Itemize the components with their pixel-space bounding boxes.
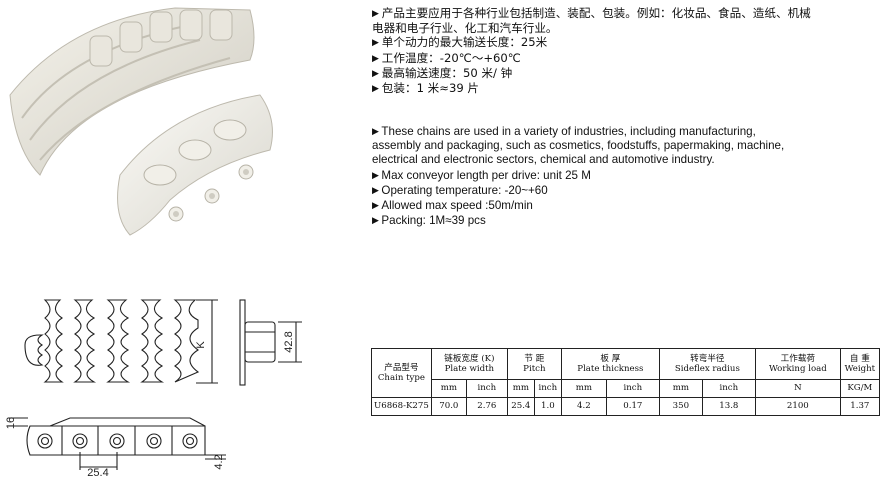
product-photo bbox=[9, 7, 273, 236]
header-chain-type: 产品型号 Chain type bbox=[371, 348, 432, 398]
header-plate-width-en: Plate width bbox=[444, 364, 495, 374]
unit-cell: inch bbox=[605, 379, 660, 398]
top-view-links bbox=[24, 299, 200, 383]
cn-item-4: 最高输送速度：50 米/ 钟 bbox=[372, 66, 872, 81]
chinese-description: 产品主要应用于各种行业包括制造、装配、包装。例如：化妆品、食品、造纸、机械 电器… bbox=[372, 6, 872, 96]
unit-cell: mm bbox=[430, 379, 467, 398]
header-sideflex-radius: 转弯半径 Sideflex radius bbox=[658, 348, 756, 380]
unit-cell: mm bbox=[658, 379, 703, 398]
cn-item-1: 产品主要应用于各种行业包括制造、装配、包装。例如：化妆品、食品、造纸、机械 电器… bbox=[372, 6, 872, 35]
en-para-line-1: These chains are used in a variety of in… bbox=[372, 124, 872, 139]
en-item-4: Packing: 1M≈39 pcs bbox=[372, 213, 872, 228]
row-working-load: 2100 bbox=[754, 397, 841, 416]
row-pitch-inch: 1.0 bbox=[533, 397, 562, 416]
side-view bbox=[239, 299, 302, 386]
unit-cell: N bbox=[754, 379, 841, 398]
row-radius-mm: 350 bbox=[658, 397, 703, 416]
header-plate-thickness-cn: 板 厚 bbox=[600, 353, 621, 364]
spec-table: 产品型号 Chain type 链板宽度 (K) Plate width 节 距… bbox=[371, 348, 880, 416]
en-item-1: Max conveyor length per drive: unit 25 M bbox=[372, 168, 872, 183]
english-description: These chains are used in a variety of in… bbox=[372, 124, 872, 228]
en-para-line-3: electrical and electronic sectors, chemi… bbox=[372, 153, 715, 167]
header-weight: 自 重 Weight bbox=[839, 348, 880, 380]
unit-cell: KG/M bbox=[839, 379, 880, 398]
cn-item-5: 包装：1 米≈39 片 bbox=[372, 81, 872, 96]
unit-cell: inch bbox=[701, 379, 756, 398]
table-header-row: 产品型号 Chain type 链板宽度 (K) Plate width 节 距… bbox=[371, 348, 880, 398]
row-weight: 1.37 bbox=[839, 397, 880, 416]
header-working-load-en: Working load bbox=[768, 364, 827, 374]
header-working-load: 工作载荷 Working load bbox=[754, 348, 841, 380]
height-dimension-label: 42.8 bbox=[283, 331, 295, 352]
unit-cell: mm bbox=[506, 379, 535, 398]
header-sideflex-radius-cn: 转弯半径 bbox=[690, 353, 725, 364]
header-plate-width-cn: 链板宽度 (K) bbox=[444, 353, 495, 364]
en-para-line-2: assembly and packaging, such as cosmetic… bbox=[372, 139, 785, 153]
row-thickness-inch: 0.17 bbox=[605, 397, 660, 416]
row-plate-width-inch: 2.76 bbox=[465, 397, 508, 416]
unit-cell: inch bbox=[533, 379, 562, 398]
header-plate-width: 链板宽度 (K) Plate width bbox=[430, 348, 508, 380]
header-pitch-cn: 节 距 bbox=[524, 353, 545, 364]
table-units-row: mm inch mm inch mm inch mm inch N KG/M bbox=[372, 379, 880, 398]
header-weight-en: Weight bbox=[844, 364, 876, 374]
cn-item-1-line-1: 产品主要应用于各种行业包括制造、装配、包装。例如：化妆品、食品、造纸、机械 bbox=[372, 6, 872, 21]
row-chain-type: U6868-K275 bbox=[371, 397, 432, 416]
cn-item-2: 单个动力的最大输送长度：25米 bbox=[372, 35, 872, 50]
en-paragraph: These chains are used in a variety of in… bbox=[372, 124, 872, 168]
technical-drawing: K 42.8 16 25.4 4.2 bbox=[5, 299, 302, 479]
en-item-2: Operating temperature: -20~+60 bbox=[372, 183, 872, 198]
thickness-dimension-label: 16 bbox=[5, 417, 17, 429]
cn-item-1-line-2: 电器和电子行业、化工和汽车行业。 bbox=[372, 21, 558, 36]
bottom-view bbox=[8, 417, 226, 470]
row-thickness-mm: 4.2 bbox=[560, 397, 607, 416]
header-pitch-en: Pitch bbox=[523, 364, 546, 374]
k-dimension-label: K bbox=[195, 341, 207, 349]
header-plate-thickness-en: Plate thickness bbox=[577, 364, 644, 374]
header-plate-thickness: 板 厚 Plate thickness bbox=[560, 348, 660, 380]
en-item-3: Allowed max speed :50m/min bbox=[372, 198, 872, 213]
row-radius-inch: 13.8 bbox=[701, 397, 756, 416]
row-pitch-mm: 25.4 bbox=[506, 397, 535, 416]
header-pitch: 节 距 Pitch bbox=[506, 348, 562, 380]
pitch-dimension-label: 25.4 bbox=[87, 467, 108, 479]
header-chain-type-cn: 产品型号 bbox=[384, 362, 419, 373]
unit-cell: inch bbox=[465, 379, 508, 398]
header-weight-cn: 自 重 bbox=[849, 353, 870, 364]
header-sideflex-radius-en: Sideflex radius bbox=[674, 364, 740, 374]
unit-cell: mm bbox=[560, 379, 607, 398]
plate-dimension-label: 4.2 bbox=[213, 454, 225, 469]
header-working-load-cn: 工作载荷 bbox=[780, 353, 816, 364]
row-plate-width-mm: 70.0 bbox=[430, 397, 467, 416]
cn-item-3: 工作温度：-20℃～+60℃ bbox=[372, 51, 872, 66]
header-chain-type-en: Chain type bbox=[377, 373, 425, 383]
table-row: U6868-K275 70.0 2.76 25.4 1.0 4.2 0.17 3… bbox=[371, 397, 880, 416]
